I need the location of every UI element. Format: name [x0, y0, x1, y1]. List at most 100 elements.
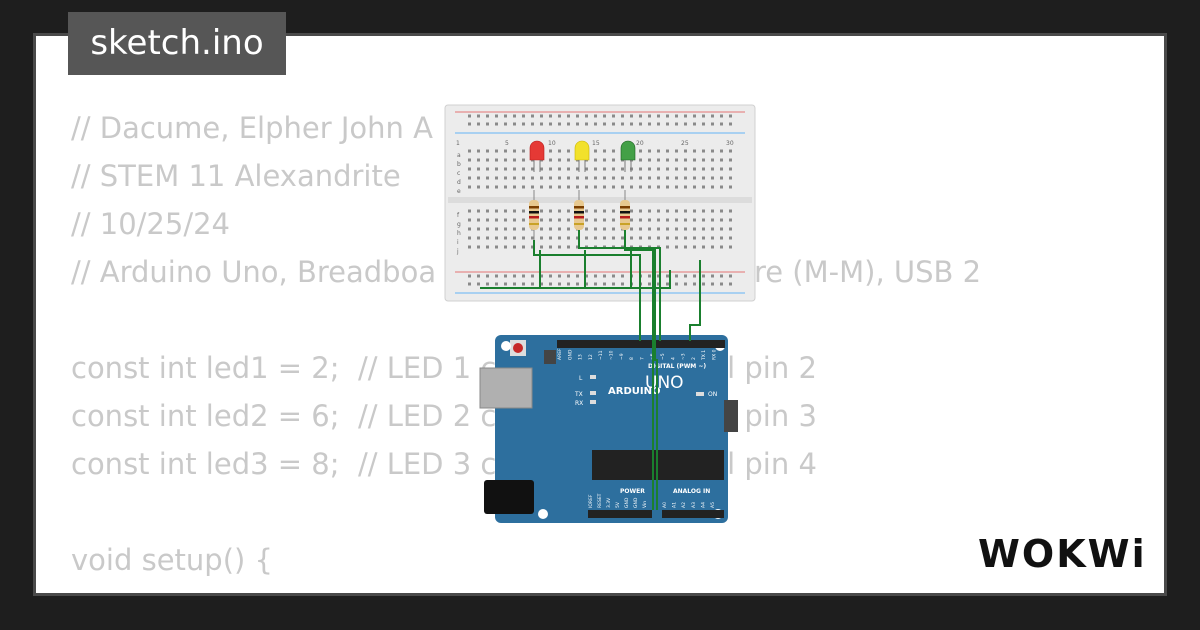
- breadboard-hole[interactable]: [513, 114, 516, 118]
- breadboard-hole[interactable]: [666, 176, 669, 180]
- breadboard-hole[interactable]: [549, 122, 552, 126]
- breadboard-hole[interactable]: [693, 218, 696, 222]
- breadboard-hole[interactable]: [522, 236, 525, 240]
- breadboard-hole[interactable]: [720, 282, 723, 286]
- breadboard-hole[interactable]: [648, 114, 651, 118]
- breadboard-hole[interactable]: [567, 282, 570, 286]
- breadboard-hole[interactable]: [693, 149, 696, 153]
- breadboard-hole[interactable]: [720, 176, 723, 180]
- breadboard-hole[interactable]: [540, 274, 543, 278]
- breadboard-hole[interactable]: [504, 209, 507, 213]
- breadboard-hole[interactable]: [630, 236, 633, 240]
- breadboard-hole[interactable]: [549, 209, 552, 213]
- breadboard-hole[interactable]: [576, 114, 579, 118]
- breadboard-hole[interactable]: [585, 167, 588, 171]
- breadboard-hole[interactable]: [666, 158, 669, 162]
- breadboard-hole[interactable]: [567, 158, 570, 162]
- breadboard-hole[interactable]: [558, 149, 561, 153]
- breadboard-hole[interactable]: [567, 209, 570, 213]
- breadboard-hole[interactable]: [468, 209, 471, 213]
- breadboard-hole[interactable]: [729, 185, 732, 189]
- breadboard-hole[interactable]: [540, 176, 543, 180]
- breadboard-hole[interactable]: [504, 185, 507, 189]
- resistor[interactable]: [620, 190, 630, 240]
- breadboard-hole[interactable]: [531, 114, 534, 118]
- breadboard-hole[interactable]: [621, 282, 624, 286]
- breadboard-hole[interactable]: [558, 218, 561, 222]
- breadboard-hole[interactable]: [486, 176, 489, 180]
- breadboard-hole[interactable]: [666, 236, 669, 240]
- breadboard-hole[interactable]: [594, 218, 597, 222]
- breadboard-hole[interactable]: [657, 209, 660, 213]
- breadboard-hole[interactable]: [549, 176, 552, 180]
- breadboard-hole[interactable]: [666, 114, 669, 118]
- breadboard-hole[interactable]: [477, 122, 480, 126]
- power-header[interactable]: [588, 510, 652, 518]
- breadboard-hole[interactable]: [657, 185, 660, 189]
- breadboard-hole[interactable]: [702, 149, 705, 153]
- breadboard-hole[interactable]: [594, 122, 597, 126]
- breadboard-hole[interactable]: [639, 236, 642, 240]
- breadboard-hole[interactable]: [468, 236, 471, 240]
- breadboard-hole[interactable]: [675, 122, 678, 126]
- breadboard-hole[interactable]: [711, 274, 714, 278]
- breadboard-hole[interactable]: [585, 185, 588, 189]
- breadboard-hole[interactable]: [594, 185, 597, 189]
- breadboard-hole[interactable]: [522, 176, 525, 180]
- breadboard-hole[interactable]: [729, 218, 732, 222]
- breadboard-hole[interactable]: [531, 122, 534, 126]
- breadboard-hole[interactable]: [513, 282, 516, 286]
- breadboard-hole[interactable]: [657, 158, 660, 162]
- breadboard-hole[interactable]: [711, 245, 714, 249]
- breadboard-hole[interactable]: [531, 274, 534, 278]
- breadboard-hole[interactable]: [657, 176, 660, 180]
- breadboard-hole[interactable]: [675, 236, 678, 240]
- breadboard-hole[interactable]: [612, 158, 615, 162]
- breadboard-hole[interactable]: [639, 185, 642, 189]
- breadboard-hole[interactable]: [540, 227, 543, 231]
- breadboard-hole[interactable]: [720, 167, 723, 171]
- breadboard-hole[interactable]: [720, 274, 723, 278]
- breadboard-hole[interactable]: [558, 122, 561, 126]
- breadboard-hole[interactable]: [639, 122, 642, 126]
- breadboard-hole[interactable]: [495, 185, 498, 189]
- breadboard-hole[interactable]: [513, 122, 516, 126]
- resistor[interactable]: [574, 190, 584, 240]
- breadboard-hole[interactable]: [486, 114, 489, 118]
- led-yellow[interactable]: [574, 140, 590, 172]
- breadboard-hole[interactable]: [720, 209, 723, 213]
- breadboard-hole[interactable]: [612, 218, 615, 222]
- breadboard-hole[interactable]: [540, 245, 543, 249]
- breadboard-hole[interactable]: [729, 227, 732, 231]
- breadboard-hole[interactable]: [675, 158, 678, 162]
- reset-button[interactable]: [513, 343, 523, 353]
- breadboard-hole[interactable]: [702, 158, 705, 162]
- breadboard-hole[interactable]: [648, 209, 651, 213]
- breadboard-hole[interactable]: [675, 176, 678, 180]
- filename-tab[interactable]: sketch.ino: [68, 12, 286, 75]
- breadboard-hole[interactable]: [513, 245, 516, 249]
- breadboard-hole[interactable]: [495, 218, 498, 222]
- breadboard-hole[interactable]: [540, 122, 543, 126]
- breadboard-hole[interactable]: [720, 185, 723, 189]
- led-red[interactable]: [529, 140, 545, 172]
- breadboard-hole[interactable]: [666, 167, 669, 171]
- breadboard-hole[interactable]: [693, 282, 696, 286]
- breadboard-hole[interactable]: [657, 282, 660, 286]
- breadboard-hole[interactable]: [477, 176, 480, 180]
- breadboard-hole[interactable]: [504, 245, 507, 249]
- breadboard-hole[interactable]: [468, 282, 471, 286]
- breadboard-hole[interactable]: [648, 236, 651, 240]
- breadboard-hole[interactable]: [495, 176, 498, 180]
- breadboard-hole[interactable]: [540, 114, 543, 118]
- breadboard-hole[interactable]: [621, 176, 624, 180]
- breadboard-hole[interactable]: [594, 167, 597, 171]
- breadboard-hole[interactable]: [522, 218, 525, 222]
- breadboard-hole[interactable]: [684, 218, 687, 222]
- breadboard-hole[interactable]: [675, 209, 678, 213]
- breadboard-hole[interactable]: [657, 167, 660, 171]
- breadboard-hole[interactable]: [702, 185, 705, 189]
- breadboard-hole[interactable]: [639, 176, 642, 180]
- breadboard-hole[interactable]: [486, 218, 489, 222]
- breadboard-hole[interactable]: [540, 185, 543, 189]
